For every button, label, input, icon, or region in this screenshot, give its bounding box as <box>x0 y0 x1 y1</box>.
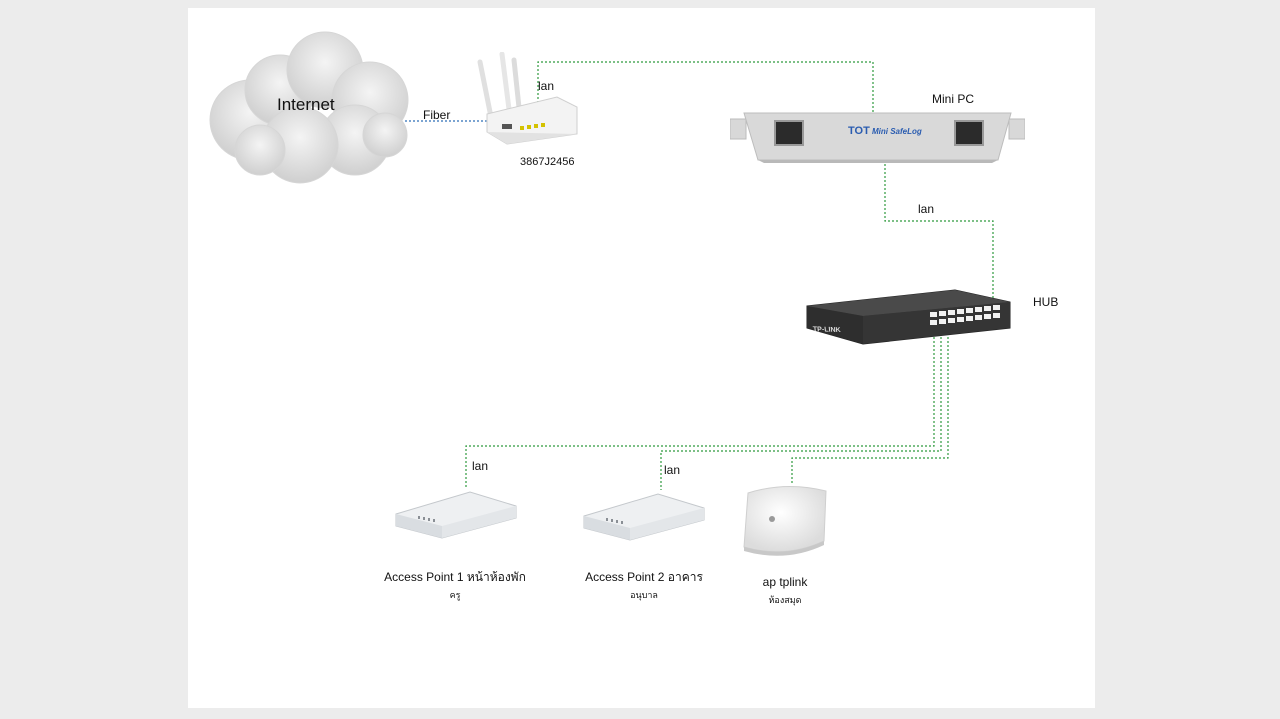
lan-link-router-pc <box>537 61 874 135</box>
mini-pc-model: Mini SafeLog <box>872 127 922 136</box>
mini-pc-icon: TOT Mini SafeLog <box>730 112 1025 163</box>
ap1-name: Access Point 1 หน้าห้องพัก <box>384 570 526 584</box>
router-id-label: 3867J2456 <box>520 156 575 168</box>
ap-tplink-icon <box>743 485 827 556</box>
ap1-lan-label: lan <box>472 459 489 473</box>
access-point-2-icon <box>583 493 705 541</box>
router-lan-label: lan <box>538 79 555 93</box>
lan-link-pc-hub <box>884 160 994 300</box>
ap2-lan-label: lan <box>664 463 681 477</box>
pc-hub-lan-label: lan <box>918 202 935 216</box>
ap2-location: อนุบาล <box>630 590 658 600</box>
ap2-caption: Access Point 2 อาคาร อนุบาล <box>570 568 718 604</box>
lan-link-hub-ap1 <box>465 333 935 488</box>
access-point-1-icon <box>395 491 517 539</box>
ap1-location: ครู <box>449 590 461 600</box>
ap3-name: ap tplink <box>762 575 808 589</box>
router-icon <box>477 52 578 145</box>
ap3-caption: ap tplink ห้องสมุด <box>730 573 840 609</box>
hub-brand: TP-LINK <box>813 326 842 334</box>
fiber-label: Fiber <box>423 108 451 122</box>
ap1-caption: Access Point 1 หน้าห้องพัก ครู <box>380 568 530 604</box>
hub-label: HUB <box>1033 295 1059 309</box>
hub-switch-icon: TP-LINK <box>806 289 1011 345</box>
internet-label: Internet <box>277 95 335 114</box>
mini-pc-brand: TOT <box>848 125 870 137</box>
lan-link-hub-ap2 <box>660 333 942 490</box>
mini-pc-label: Mini PC <box>932 92 975 106</box>
ap2-name: Access Point 2 อาคาร <box>585 570 703 584</box>
lan-link-hub-ap3 <box>791 333 949 484</box>
ap3-location: ห้องสมุด <box>768 595 802 605</box>
internet-cloud-icon <box>209 31 409 184</box>
